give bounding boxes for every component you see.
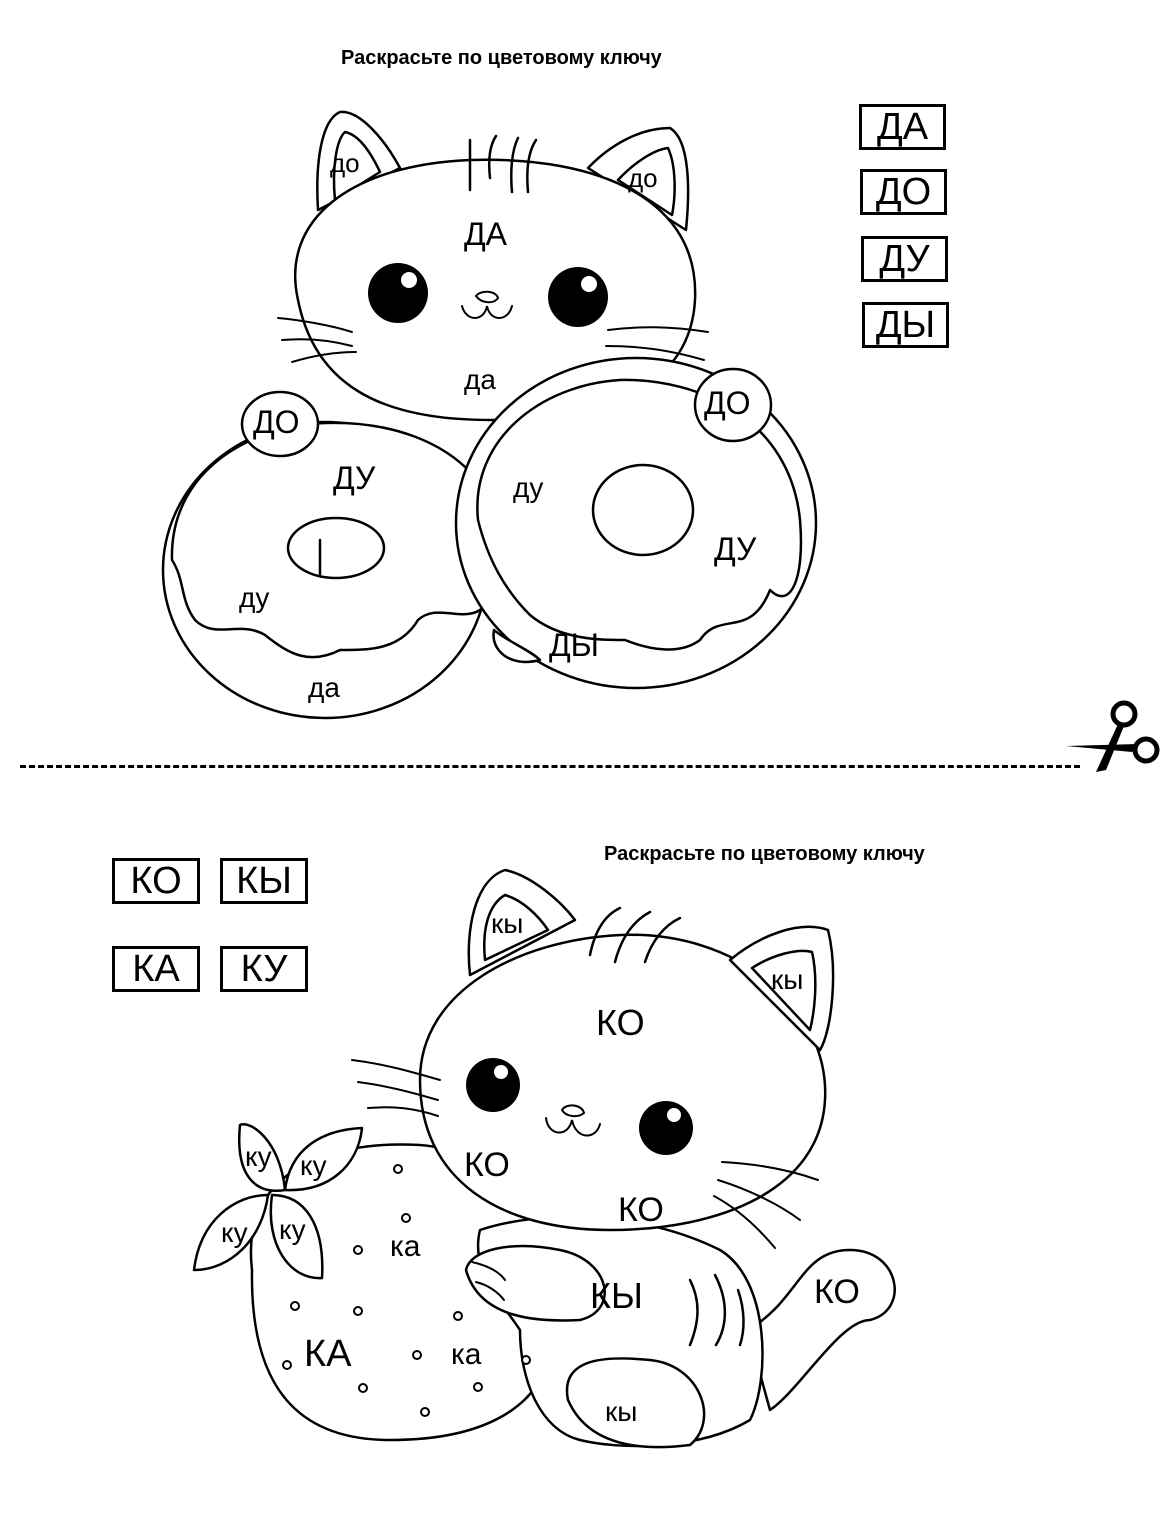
top-label-donut-right-icing2: ДУ (714, 531, 757, 567)
strawberry-seed (282, 1360, 292, 1370)
strawberry-seed (290, 1301, 300, 1311)
top-cat-drawing (161, 110, 818, 720)
top-title: Раскрасьте по цветовому ключу (341, 47, 662, 69)
bottom-label-cheek-left: КО (464, 1146, 510, 1184)
strawberry-seed (401, 1213, 411, 1223)
strawberry-seed (353, 1306, 363, 1316)
strawberry-seed (420, 1407, 430, 1417)
strawberry-seed (453, 1311, 463, 1321)
top-label-face: ДА (464, 216, 508, 252)
bottom-label-body: КЫ (590, 1275, 643, 1316)
strawberry-seed (473, 1382, 483, 1392)
top-label-donut-left-icing: ДУ (333, 460, 376, 496)
bottom-label-head-top: КО (596, 1002, 645, 1043)
bottom-label-berry-ka1: ка (390, 1230, 421, 1263)
bottom-label-tail: КО (814, 1273, 860, 1311)
top-key-dy[interactable]: ДЫ (862, 302, 949, 348)
top-label-donut-right-icing: ду (513, 472, 544, 503)
bottom-key-ku[interactable]: КУ (220, 946, 308, 992)
bottom-label-leaf2: ку (300, 1150, 327, 1181)
strawberry-seed (412, 1350, 422, 1360)
bottom-label-ear-left: кы (491, 908, 524, 939)
top-label-donut-left-icing2: ду (239, 582, 270, 613)
top-key-du[interactable]: ДУ (861, 236, 948, 282)
top-label-donut-left-dough: да (308, 672, 340, 703)
strawberry-seed (521, 1355, 531, 1365)
bottom-label-leaf1: ку (245, 1141, 272, 1172)
top-label-ear-left: до (330, 148, 360, 178)
bottom-key-ko[interactable]: КО (112, 858, 200, 904)
top-label-body: да (464, 364, 496, 395)
top-label-sprinkle-right: ДО (704, 385, 751, 421)
scissors-icon (1066, 700, 1160, 772)
strawberry-seed (353, 1245, 363, 1255)
top-key-da[interactable]: ДА (859, 104, 946, 150)
bottom-label-leaf3: ку (221, 1217, 248, 1248)
bottom-label-leaf4: ку (279, 1214, 306, 1245)
bottom-title: Раскрасьте по цветовому ключу (604, 843, 925, 865)
bottom-key-ka[interactable]: КА (112, 946, 200, 992)
cut-line (20, 765, 1080, 768)
bottom-label-berry-big: КА (304, 1333, 352, 1375)
top-label-sprinkle-left: ДО (253, 404, 300, 440)
bottom-label-ear-right: кы (771, 964, 804, 995)
top-key-do[interactable]: ДО (860, 169, 947, 215)
bottom-cat-drawing (192, 868, 896, 1449)
top-label-donut-right-dough: ДЫ (549, 627, 599, 663)
bottom-key-ky[interactable]: КЫ (220, 858, 308, 904)
top-label-ear-right: до (628, 163, 658, 193)
strawberry-seed (393, 1164, 403, 1174)
bottom-label-cheek-right: КО (618, 1191, 664, 1229)
bottom-label-paw: кы (605, 1396, 638, 1427)
bottom-label-berry-ka2: ка (451, 1338, 482, 1371)
strawberry-seed (358, 1383, 368, 1393)
